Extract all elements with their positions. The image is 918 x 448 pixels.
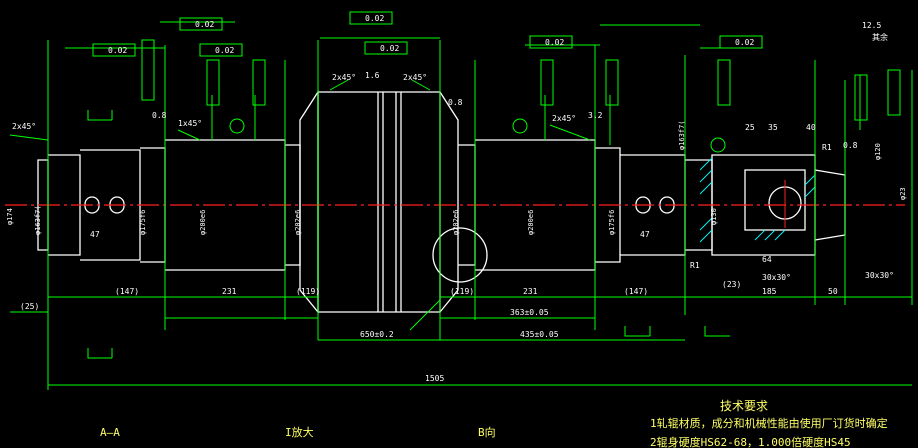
tolerance-symbols <box>92 11 901 153</box>
dim-119-left: (119) <box>296 287 320 296</box>
section-hatch <box>699 157 816 243</box>
mark-r1b: R1 <box>822 143 832 152</box>
dim-147-right: (147) <box>624 287 648 296</box>
fcf-5: 0.02 <box>380 44 399 53</box>
ra-1: 0.8 <box>152 111 167 120</box>
dim-47-left: 47 <box>90 230 100 239</box>
dia-174: φ174 <box>6 208 14 225</box>
fcf-6: 0.02 <box>545 38 564 47</box>
chamfer-right: 2x45° <box>552 114 576 123</box>
dim-23: (23) <box>722 280 741 289</box>
section-aa-label: A—A <box>100 426 120 439</box>
tech-heading: 技术要求 <box>720 399 768 413</box>
fcf-4: 0.02 <box>365 14 384 23</box>
ra-2: 1.6 <box>365 71 380 80</box>
dia-163-right: φ163f7( <box>678 120 686 150</box>
dim-147-left: (147) <box>115 287 139 296</box>
chamfer-30b: 30x30° <box>865 271 894 280</box>
mark-25: 25 <box>745 123 755 132</box>
dim-50: 50 <box>828 287 838 296</box>
detail-i-label: I放大 <box>285 425 314 439</box>
chamfer-left: 2x45° <box>12 122 36 131</box>
fcf-3: 0.02 <box>215 46 234 55</box>
chamfer-roll-left: 2x45° <box>332 73 356 82</box>
dim-185: 185 <box>762 287 777 296</box>
dia-120: φ120 <box>874 143 882 160</box>
fcf-2: 0.02 <box>108 46 127 55</box>
ra-5: 0.8 <box>843 141 858 150</box>
center-line <box>5 180 905 228</box>
mark-35: 35 <box>768 123 778 132</box>
dim-363: 363±0.05 <box>510 308 549 317</box>
dia-130: φ130 <box>710 208 718 225</box>
view-b-label: B向 <box>478 425 496 439</box>
dim-64: 64 <box>762 255 772 264</box>
dimension-lines <box>9 21 913 390</box>
dia-175-right: φ175f6 <box>608 210 616 235</box>
dim-435: 435±0.05 <box>520 330 559 339</box>
dia-200-right: φ200e6 <box>527 210 535 235</box>
dia-202-right: φ202e6 <box>452 210 460 235</box>
dim-overall: 1505 <box>425 374 444 383</box>
ra-rest: 其余 <box>872 32 888 42</box>
ra-3: 0.8 <box>448 98 463 107</box>
fcf-1: 0.02 <box>195 20 214 29</box>
tech-line-2: 2辊身硬度HS62-68，1.000倍硬度HS45 <box>650 435 851 448</box>
dim-119-right: (119) <box>450 287 474 296</box>
ra-4: 3.2 <box>588 111 603 120</box>
dim-231-left: 231 <box>222 287 237 296</box>
fcf-7: 0.02 <box>735 38 754 47</box>
dim-650: 650±0.2 <box>360 330 394 339</box>
dia-202-left: φ202e6 <box>294 210 302 235</box>
diameter-labels: φ174 φ163f7( φ175f6 φ200e6 φ202e6 φ202e6… <box>6 120 907 235</box>
ra-6: 12.5 <box>862 21 881 30</box>
mark-r1a: R1 <box>690 261 700 270</box>
dim-25: (25) <box>20 302 39 311</box>
dia-23-end: φ23 <box>899 187 907 200</box>
dia-175-left: φ175f6 <box>139 210 147 235</box>
dim-231-right: 231 <box>523 287 538 296</box>
chamfer-30a: 30x30° <box>762 273 791 282</box>
dim-47-right: 47 <box>640 230 650 239</box>
chamfer-1x45: 1x45° <box>178 119 202 128</box>
mark-40: 40 <box>806 123 816 132</box>
shaft-outline <box>37 89 846 314</box>
tech-line-1: 1轧辊材质，成分和机械性能由使用厂订货时确定 <box>650 416 888 430</box>
dia-200-left: φ200e6 <box>199 210 207 235</box>
chamfer-roll-right: 2x45° <box>403 73 427 82</box>
dia-163-left: φ163f7( <box>34 205 42 235</box>
